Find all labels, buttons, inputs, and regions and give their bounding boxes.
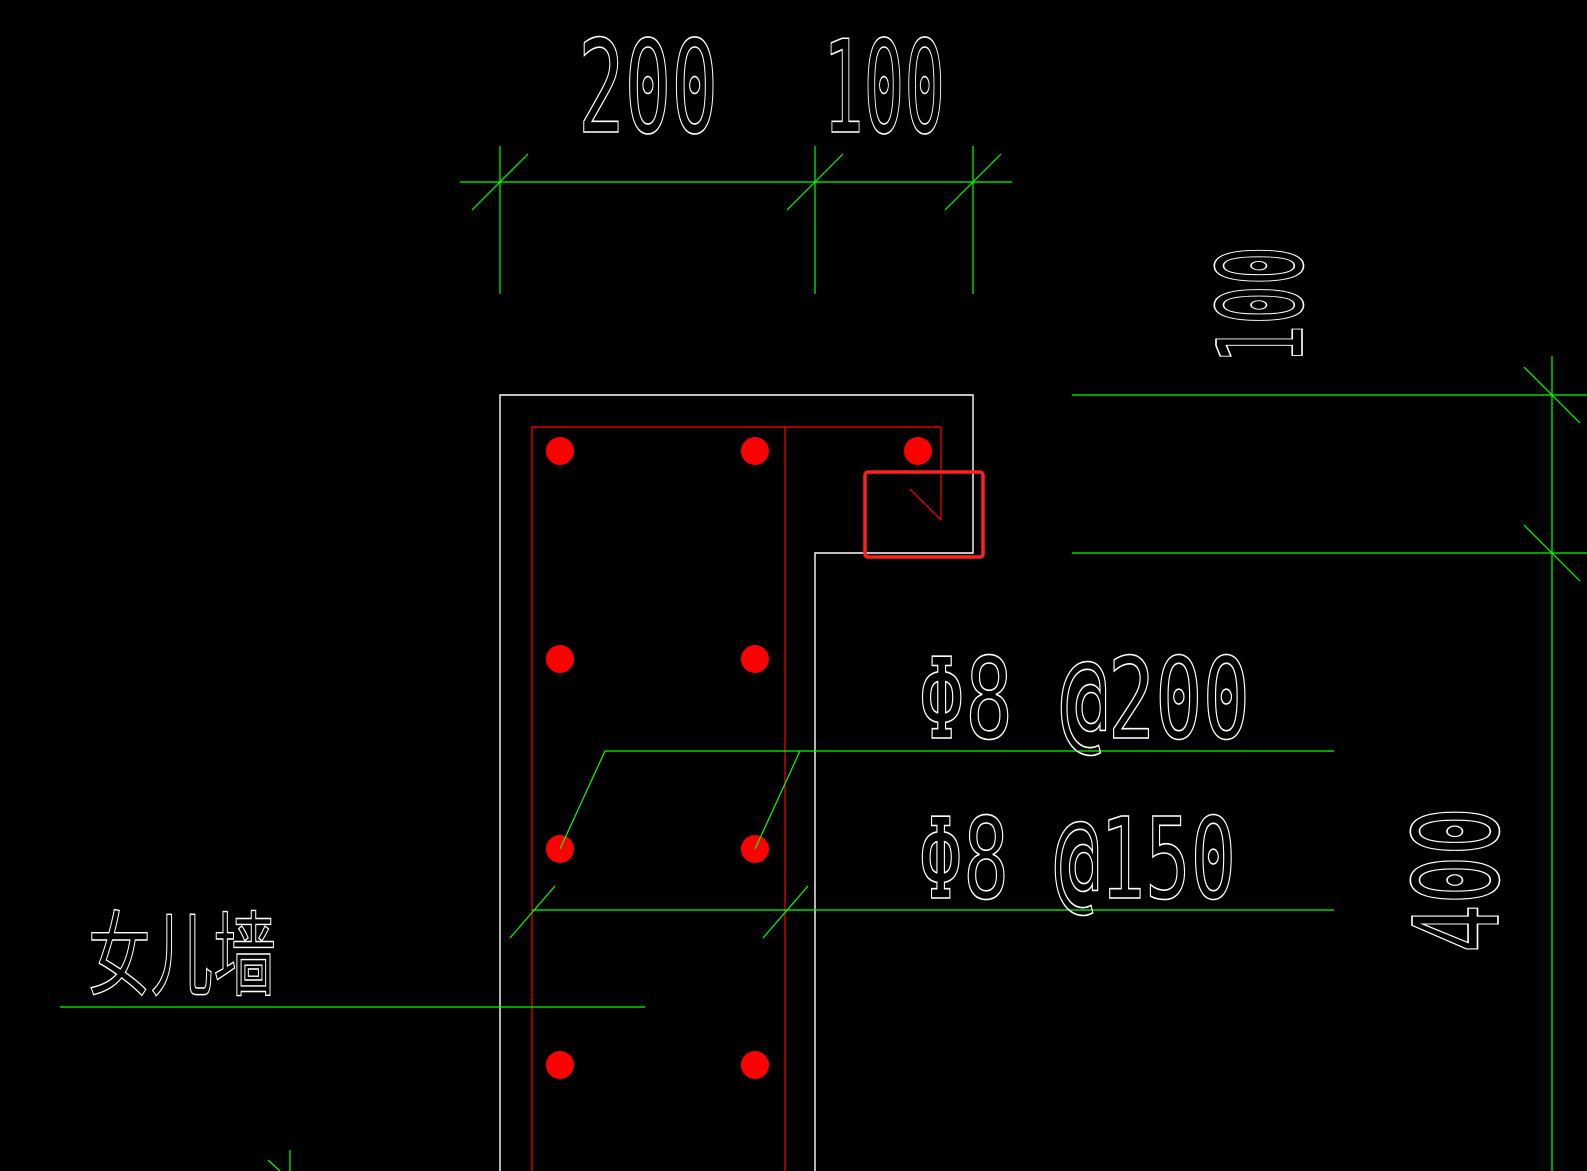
wall-outline-path bbox=[499, 394, 974, 1171]
dimension-text-100-top: 100 bbox=[823, 14, 945, 163]
rebar-dot bbox=[741, 437, 769, 465]
stirrup-hook bbox=[909, 488, 942, 521]
rebar-dot bbox=[741, 1051, 769, 1079]
dimension-text-400: 400 bbox=[1388, 807, 1526, 953]
stirrup-main bbox=[531, 426, 942, 1171]
rebar-leaders: Φ8 @200 Φ8 @150 bbox=[509, 634, 1334, 939]
leader-diag-upper-right bbox=[754, 750, 801, 850]
dimension-text-200: 200 bbox=[578, 14, 718, 163]
right-tick-mid bbox=[1523, 524, 1581, 582]
highlight-box[interactable] bbox=[863, 470, 985, 559]
rebar-label-upper: Φ8 @200 bbox=[918, 635, 1250, 765]
element-label-text: 女儿墙 bbox=[88, 903, 276, 1010]
rebar-dot bbox=[904, 437, 932, 465]
rebar-label-lower: Φ8 @150 bbox=[918, 795, 1236, 925]
leader-diag-upper-left bbox=[559, 750, 606, 850]
top-tick-mid bbox=[786, 153, 844, 211]
wall-outline bbox=[499, 394, 974, 1171]
top-tick-left bbox=[471, 153, 529, 211]
top-tick-right bbox=[944, 153, 1002, 211]
rebar-dot bbox=[741, 645, 769, 673]
leader-tick-lower-left bbox=[509, 885, 556, 939]
dimension-text-100-right: 100 bbox=[1192, 246, 1330, 364]
right-tick-top bbox=[1523, 366, 1581, 424]
leader-tick-lower-right bbox=[762, 885, 809, 939]
rebar-dots bbox=[546, 437, 932, 1079]
right-dimension: 100 400 bbox=[1072, 245, 1587, 1171]
rebar-dot bbox=[546, 1051, 574, 1079]
rebar-dot bbox=[546, 645, 574, 673]
rebar-dot bbox=[546, 437, 574, 465]
element-label: 女儿墙 bbox=[60, 902, 645, 1011]
bottom-left-partial-tick bbox=[267, 1159, 281, 1171]
stirrup-lines bbox=[531, 426, 942, 1171]
bottom-partial-marks bbox=[267, 1150, 291, 1171]
top-dimension: 200 100 bbox=[460, 13, 1012, 294]
